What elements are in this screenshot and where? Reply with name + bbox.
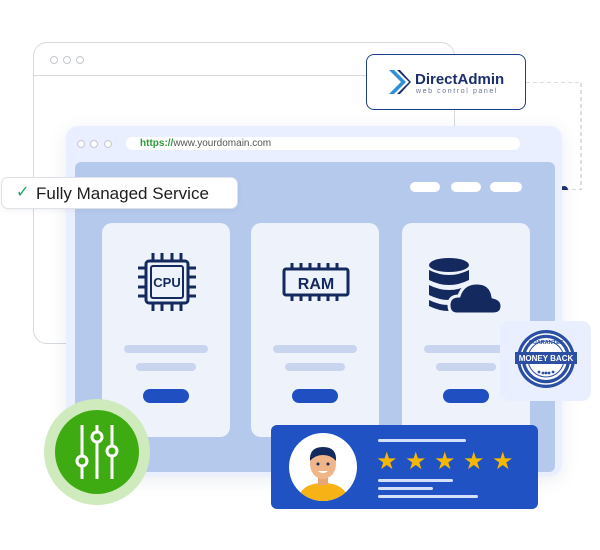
- star-icon: ★: [376, 447, 398, 475]
- review-text-line: [378, 479, 453, 482]
- directadmin-brand: DirectAdmin: [415, 71, 505, 88]
- equalizer-sliders-icon: [44, 399, 150, 505]
- card-button[interactable]: [143, 389, 189, 403]
- placeholder-line: [273, 345, 357, 353]
- dashboard-panel: CPU RAM: [75, 162, 555, 472]
- card-button[interactable]: [292, 389, 338, 403]
- rating-stars: ★★★★★: [376, 447, 516, 475]
- url-text: https://www.yourdomain.com: [140, 137, 271, 150]
- review-card: ★★★★★: [271, 425, 538, 509]
- resource-card-ram: RAM: [251, 223, 379, 437]
- placeholder-line: [136, 363, 196, 371]
- ram-module-icon: RAM: [282, 263, 350, 301]
- window-dot: [63, 56, 71, 64]
- placeholder-line: [124, 345, 208, 353]
- cpu-chip-icon: CPU: [138, 253, 196, 311]
- managed-service-label: Fully Managed Service: [36, 184, 209, 203]
- background-window-titlebar: [34, 43, 454, 76]
- check-icon: ✓: [16, 184, 30, 201]
- cpu-chip-text: CPU: [153, 275, 180, 290]
- ram-chip-text: RAM: [298, 276, 334, 293]
- dashed-connector: [526, 82, 582, 190]
- seal-banner-text: MONEY BACK: [519, 354, 574, 363]
- url-scheme: https://: [140, 138, 174, 149]
- nav-pill[interactable]: [410, 182, 440, 192]
- star-icon: ★: [434, 447, 456, 475]
- directadmin-tagline: web control panel: [416, 88, 499, 95]
- directadmin-badge: [366, 54, 526, 110]
- url-host: www.yourdomain.com: [173, 138, 272, 149]
- database-cloud-icon: [429, 258, 503, 316]
- address-bar[interactable]: [126, 137, 520, 150]
- resource-card-cpu: CPU: [102, 223, 230, 437]
- star-icon: ★: [463, 447, 485, 475]
- seal-top-text: GUARANTEE: [529, 340, 564, 346]
- review-text-line: [378, 487, 433, 490]
- window-dot: [90, 140, 98, 148]
- nav-pill[interactable]: [490, 182, 522, 192]
- review-text-line: [378, 439, 466, 442]
- window-dot: [50, 56, 58, 64]
- card-button[interactable]: [443, 389, 489, 403]
- star-icon: ★: [492, 447, 514, 475]
- managed-service-badge: [1, 177, 238, 209]
- placeholder-line: [285, 363, 345, 371]
- directadmin-logo-icon: [389, 70, 411, 94]
- placeholder-line: [424, 345, 508, 353]
- star-icon: ★: [405, 447, 427, 475]
- placeholder-line: [436, 363, 496, 371]
- window-dot: [76, 56, 84, 64]
- window-dot: [104, 140, 112, 148]
- money-back-seal-icon: GUARANTEE MONEY BACK: [515, 330, 577, 388]
- window-dot: [77, 140, 85, 148]
- user-avatar-icon: [289, 433, 357, 501]
- review-text-line: [378, 495, 478, 498]
- nav-pill[interactable]: [451, 182, 481, 192]
